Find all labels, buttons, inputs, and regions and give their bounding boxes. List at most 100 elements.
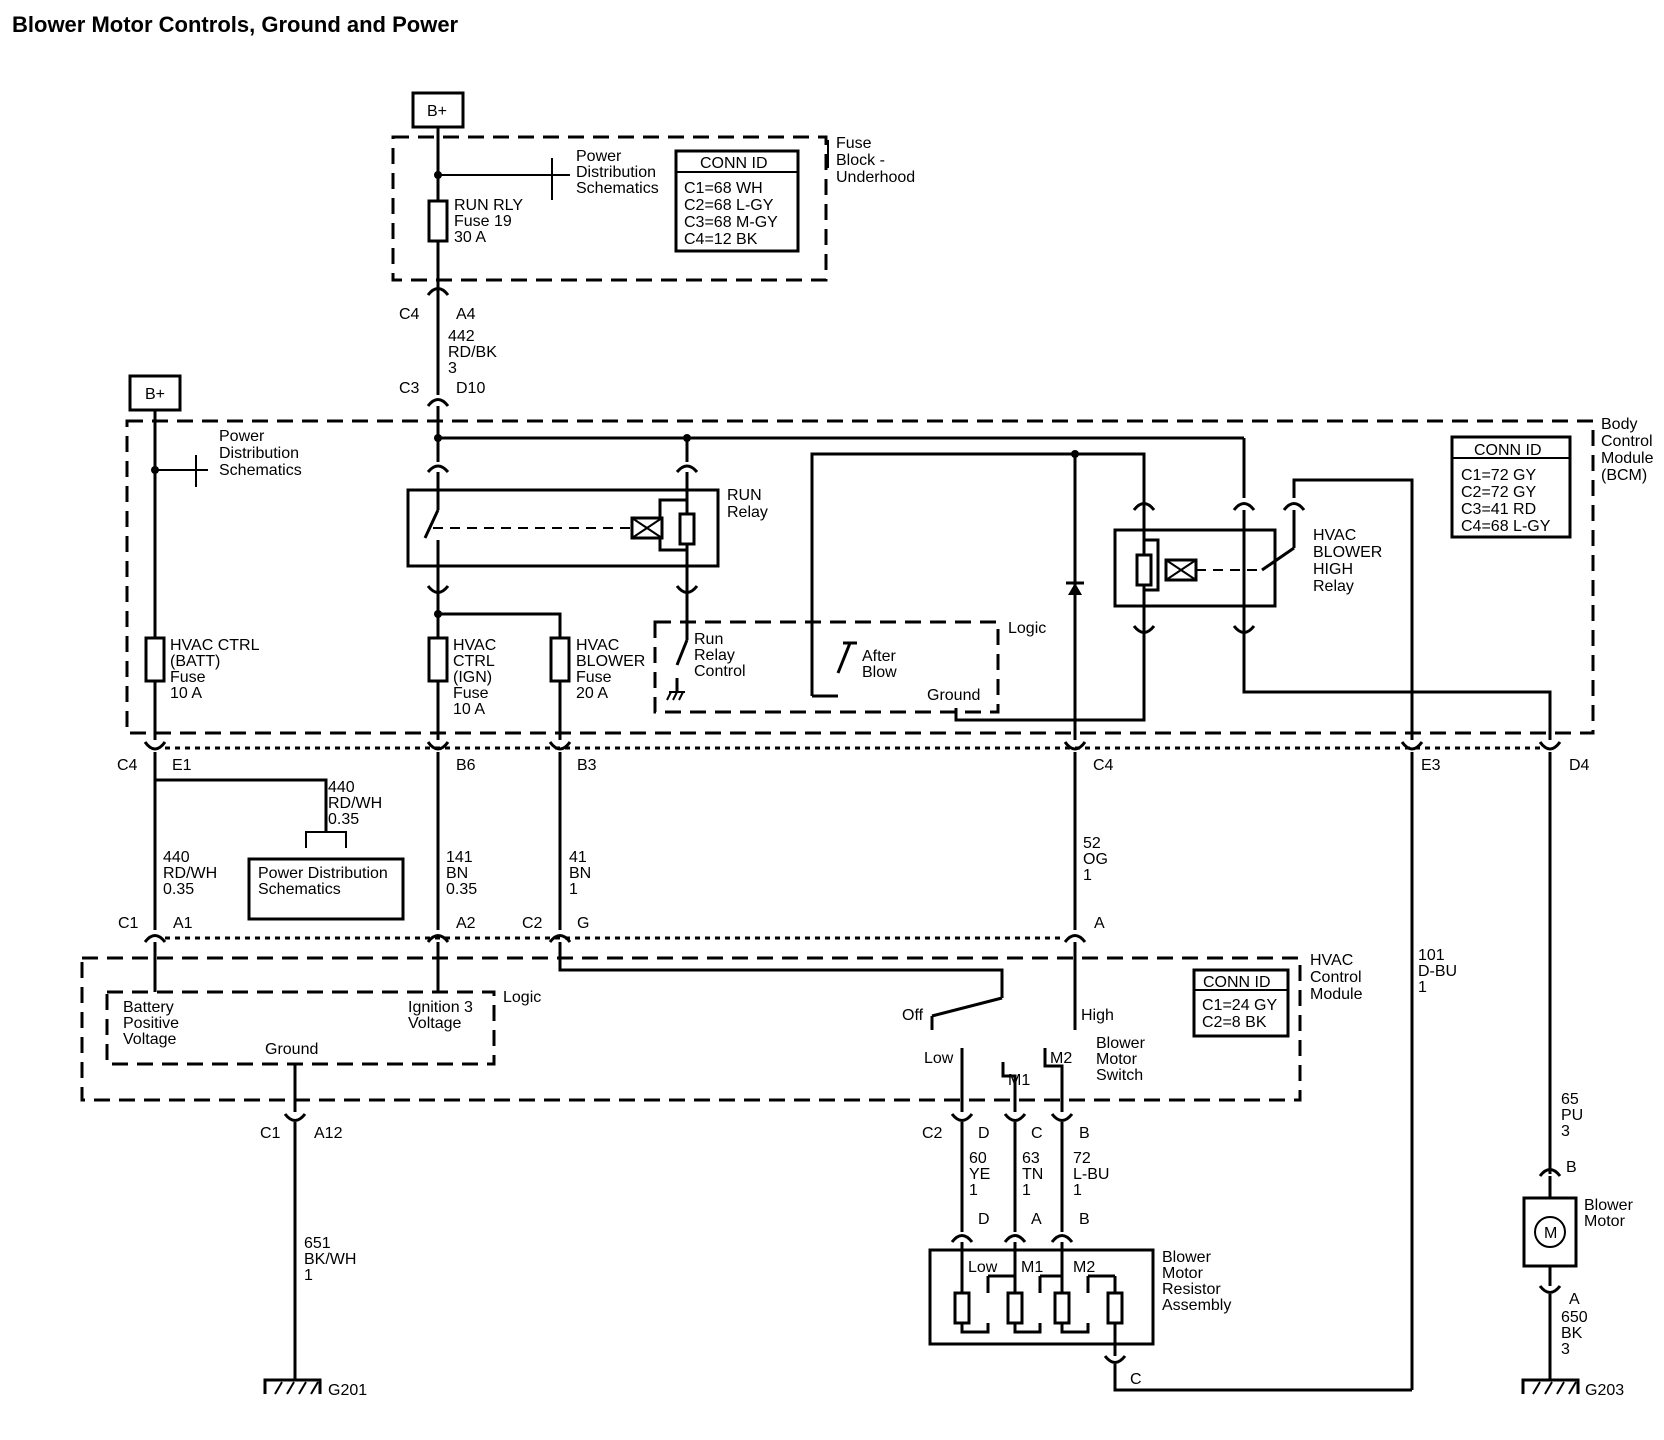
w41-num: 41 — [569, 849, 587, 866]
battery-terminal-top: B+ — [411, 91, 465, 129]
w101-num: 101 — [1418, 947, 1445, 964]
pin-d: D — [978, 1125, 990, 1142]
battery-label: B+ — [427, 103, 447, 120]
w52-size: 1 — [1083, 867, 1092, 884]
hvac-pin-c2: C2 — [522, 915, 543, 932]
wire-442: C4 A4 442 RD/BK 3 C3 D10 — [399, 287, 497, 407]
fuse-block-power-dist-2: Distribution — [576, 164, 656, 181]
bcm-conn-3: C3=41 RD — [1461, 501, 1536, 518]
w60-color: YE — [969, 1166, 990, 1183]
motor-symbol — [1534, 1216, 1566, 1248]
fuse-ign-4: Fuse — [453, 685, 489, 702]
motor-pin-b: B — [1566, 1159, 1577, 1176]
bcm-pin-e1: E1 — [172, 757, 192, 774]
hvac-pin-a: A — [1094, 915, 1105, 932]
fuse-block-conn-1: C1=68 WH — [684, 180, 763, 197]
bcm-ground-label: Ground — [927, 687, 980, 704]
run-rly-fuse-symbol — [427, 199, 449, 243]
w65-num: 65 — [1561, 1091, 1579, 1108]
fuse-blower-symbol — [549, 636, 571, 683]
resistor-3 — [1053, 1291, 1071, 1325]
conn-c4-top: C4 — [399, 306, 420, 323]
fuse19-label-3: 30 A — [454, 229, 486, 246]
hvac-top-connectors: C1 A1 A2 C2 G A — [118, 915, 1105, 943]
resistor-name-4: Assembly — [1162, 1297, 1231, 1314]
ground-g203-label: G203 — [1585, 1382, 1624, 1399]
w41-size: 1 — [569, 881, 578, 898]
fuse-block-conn-2: C2=68 L-GY — [684, 197, 774, 214]
fuse-ign-1: HVAC — [453, 637, 496, 654]
hvac-control-module: HVAC Control Module CONN ID C1=24 GY C2=… — [80, 942, 1363, 1112]
w60-size: 1 — [969, 1182, 978, 1199]
pin-c1-lower: C1 — [260, 1125, 281, 1142]
wire-442-num: 442 — [448, 328, 475, 345]
battery-terminal-left: B+ — [128, 374, 182, 412]
fuse-ign-2: CTRL — [453, 653, 495, 670]
pin-c3: C — [1130, 1371, 1142, 1388]
resistor-wires: C2 D C B 60 YE 1 63 TN 1 72 L-BU 1 D A B — [922, 1113, 1109, 1243]
w440b-color: RD/WH — [328, 795, 382, 812]
bcm-power-dist-3: Schematics — [219, 462, 302, 479]
switch-name-3: Switch — [1096, 1067, 1143, 1084]
fuse-ign-3: (IGN) — [453, 669, 492, 686]
switch-name-2: Motor — [1096, 1051, 1138, 1068]
bcm-pin-d4: D4 — [1569, 757, 1590, 774]
w72-color: L-BU — [1073, 1166, 1109, 1183]
w60-num: 60 — [969, 1150, 987, 1167]
switch-off: Off — [902, 1007, 924, 1024]
motor-symbol-letter: M — [1544, 1225, 1557, 1242]
ground-g201-label: G201 — [328, 1382, 367, 1399]
fuse-batt-1: HVAC CTRL — [170, 637, 260, 654]
mid-wires: 440 RD/WH 0.35 Power Distribution Schema… — [153, 752, 1583, 1390]
fuse-block-name-2: Block - — [836, 152, 885, 169]
w52-color: OG — [1083, 851, 1108, 868]
res-m2-label: M2 — [1073, 1259, 1095, 1276]
high-relay-3: HIGH — [1313, 561, 1353, 578]
fuse-block-conn-4: C4=12 BK — [684, 231, 758, 248]
w650-size: 3 — [1561, 1341, 1570, 1358]
w440a-num: 440 — [163, 849, 190, 866]
run-relay-control-1: Run — [694, 631, 723, 648]
pin-d10: D10 — [456, 380, 485, 397]
fuse-block-name-3: Underhood — [836, 169, 915, 186]
hvac-pin-a1: A1 — [173, 915, 193, 932]
pin-a4: A4 — [456, 306, 476, 323]
bcm-conn-2: C2=72 GY — [1461, 484, 1536, 501]
bcm-name-1: Body — [1601, 416, 1637, 433]
hvac-name-2: Control — [1310, 969, 1362, 986]
res-m1-label: M1 — [1021, 1259, 1043, 1276]
resistor-name-2: Motor — [1162, 1265, 1204, 1282]
resistor-1 — [953, 1291, 971, 1325]
wire-442-size: 3 — [448, 360, 457, 377]
switch-m2: M2 — [1050, 1050, 1072, 1067]
after-blow-1: After — [862, 648, 896, 665]
hvac-pin-c1: C1 — [118, 915, 139, 932]
bcm-conn-id — [1450, 435, 1572, 539]
bcm-name-4: (BCM) — [1601, 467, 1647, 484]
hvac-conn-id — [1192, 968, 1290, 1038]
w65-size: 3 — [1561, 1123, 1570, 1140]
w101-size: 1 — [1418, 979, 1427, 996]
high-relay-1: HVAC — [1313, 527, 1356, 544]
hvac-conn-title: CONN ID — [1203, 974, 1271, 991]
w141-num: 141 — [446, 849, 473, 866]
hvac-logic-box — [105, 990, 496, 1066]
hvac-logic-label: Logic — [503, 989, 541, 1006]
high-relay-4: Relay — [1313, 578, 1354, 595]
w440a-color: RD/WH — [163, 865, 217, 882]
fuse-block-underhood: Power Distribution Schematics RUN RLY Fu… — [391, 127, 915, 295]
motor-pin-a: A — [1569, 1291, 1580, 1308]
pin-b: B — [1079, 1125, 1090, 1142]
fuse-blower-3: Fuse — [576, 669, 612, 686]
bcm-name-3: Module — [1601, 450, 1654, 467]
bcm-pin-b6: B6 — [456, 757, 476, 774]
switch-m1: M1 — [1008, 1072, 1030, 1089]
fuse-blower-4: 20 A — [576, 685, 608, 702]
w63-num: 63 — [1022, 1150, 1040, 1167]
batt-voltage-2: Positive — [123, 1015, 179, 1032]
w72-num: 72 — [1073, 1150, 1091, 1167]
resistor-2 — [1006, 1291, 1024, 1325]
bcm-conn-4: C4=68 L-GY — [1461, 518, 1551, 535]
blower-motor: B M Blower Motor A 650 BK 3 G203 — [1521, 1159, 1634, 1399]
